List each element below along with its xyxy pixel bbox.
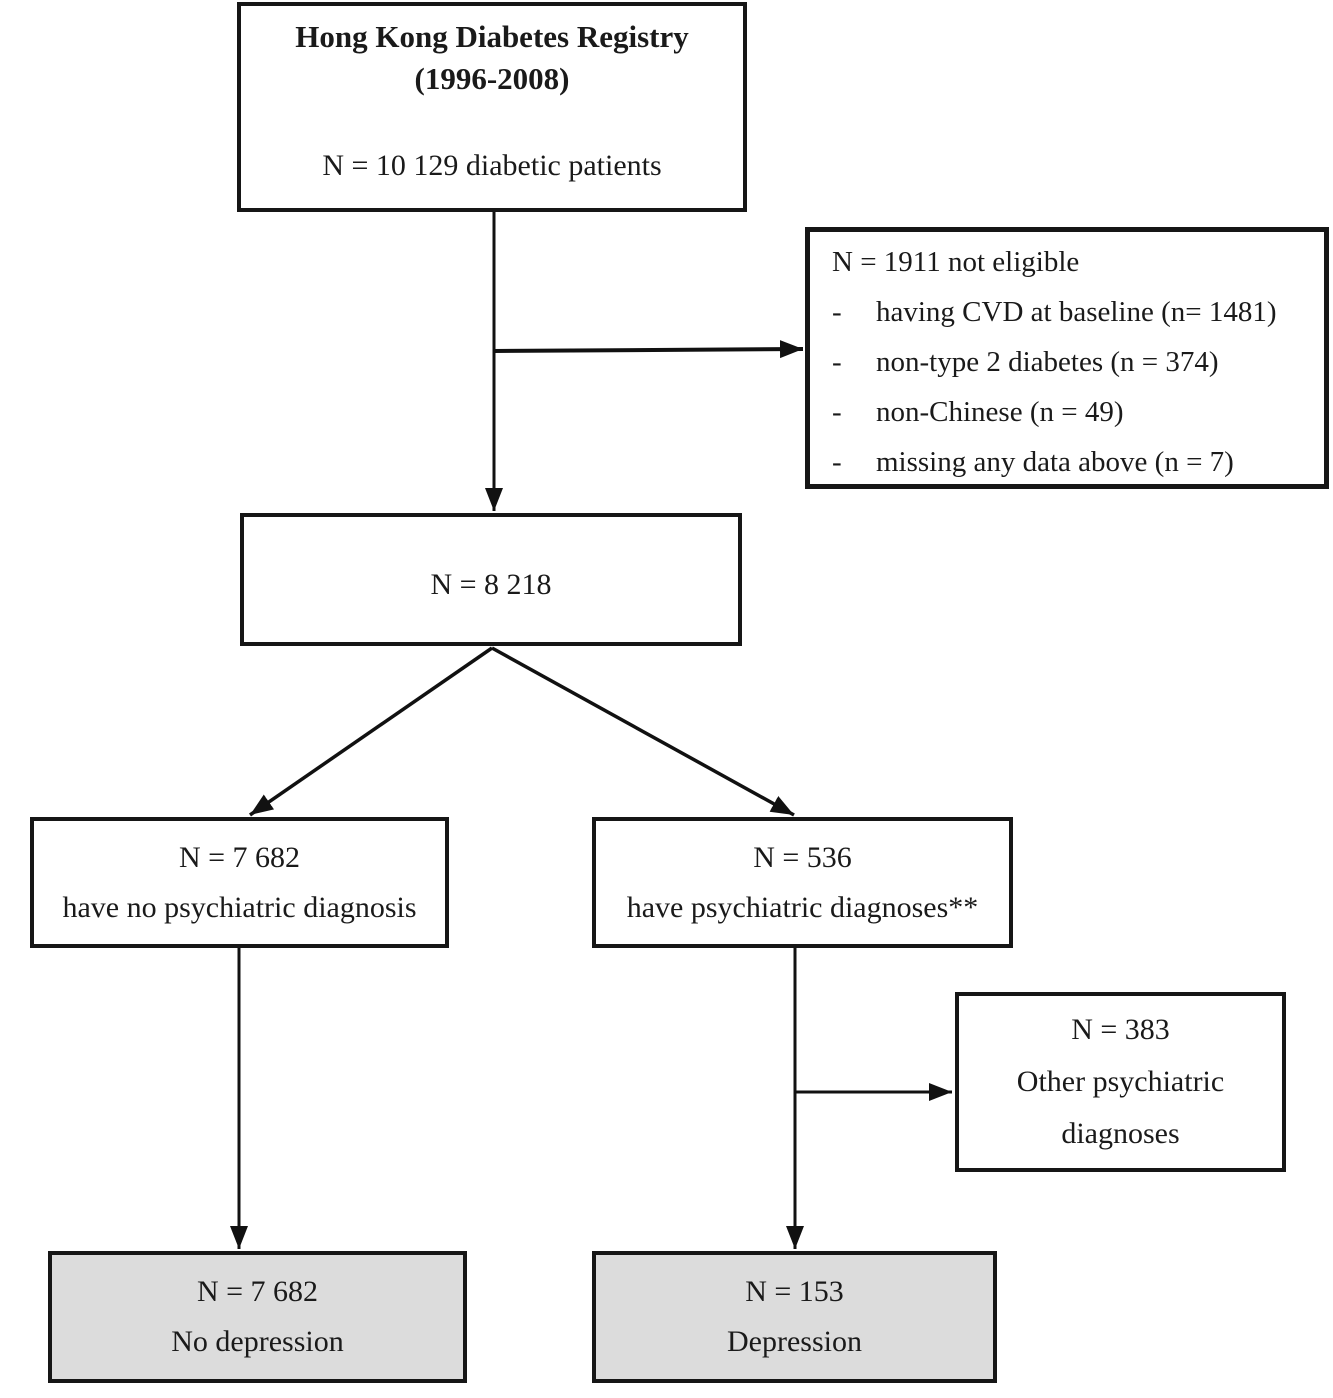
node-no-psychiatric-diagnosis: N = 7 682 have no psychiatric diagnosis [30,817,449,948]
node-registry: Hong Kong Diabetes Registry (1996-2008) … [237,2,747,212]
not-eligible-item-text: non-type 2 diabetes (n = 374) [876,346,1219,378]
included-count: N = 8 218 [430,567,552,601]
dash-bullet: - [832,296,842,328]
other-psych-label-line1: Other psychiatric [1016,1065,1225,1098]
registry-subtitle: (1996-2008) [414,61,570,96]
dash-bullet: - [832,446,842,478]
not-eligible-header: N = 1911 not eligible [832,246,1080,278]
not-eligible-item: - non-Chinese (n = 49) [832,387,1316,437]
node-included: N = 8 218 [240,513,742,646]
not-eligible-item-text: non-Chinese (n = 49) [876,396,1124,428]
not-eligible-item: - missing any data above (n = 7) [832,437,1316,487]
depression-count: N = 153 [745,1275,844,1308]
dash-bullet: - [832,396,842,428]
no-depression-count: N = 7 682 [196,1275,319,1308]
node-other-psychiatric-diagnoses: N = 383 Other psychiatric diagnoses [955,992,1286,1172]
psych-count: N = 536 [753,840,852,874]
connector-not-eligible-branch [493,340,804,359]
node-no-depression: N = 7 682 No depression [48,1251,467,1383]
registry-title: Hong Kong Diabetes Registry [295,19,689,54]
other-psych-label-line2: diagnoses [1061,1117,1180,1150]
node-not-eligible: N = 1911 not eligible - having CVD at ba… [805,227,1329,489]
no-psych-label: have no psychiatric diagnosis [62,890,417,924]
not-eligible-item: - having CVD at baseline (n= 1481) [832,287,1316,337]
not-eligible-item: - non-type 2 diabetes (n = 374) [832,337,1316,387]
no-depression-label: No depression [171,1325,344,1358]
dash-bullet: - [832,346,842,378]
node-psychiatric-diagnoses: N = 536 have psychiatric diagnoses** [592,817,1013,948]
no-psych-count: N = 7 682 [178,840,301,874]
depression-label: Depression [727,1325,862,1358]
registry-count: N = 10 129 diabetic patients [322,149,662,182]
psych-label: have psychiatric diagnoses** [626,890,979,924]
not-eligible-item-text: having CVD at baseline (n= 1481) [876,296,1277,328]
connector-split-left [249,646,493,817]
other-psych-count: N = 383 [1071,1013,1170,1046]
node-depression: N = 153 Depression [592,1251,997,1383]
not-eligible-item-text: missing any data above (n = 7) [876,446,1234,478]
connector-split-right [491,646,795,817]
